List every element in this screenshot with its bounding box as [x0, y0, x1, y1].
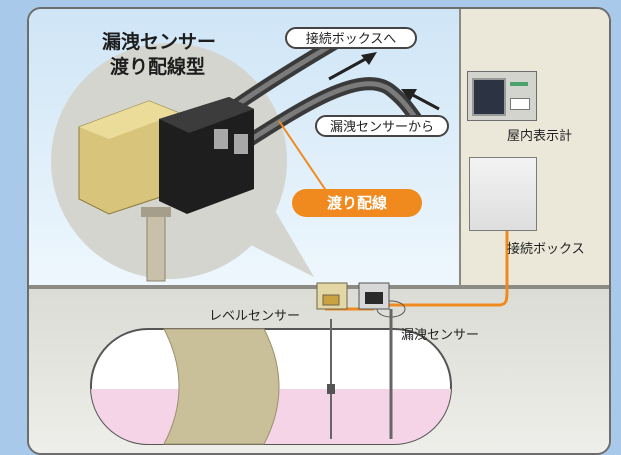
indoor-display-device — [467, 71, 537, 121]
junction-box-device — [469, 157, 537, 231]
diagram-frame: 漏洩センサー 渡り配線型 接続ボックスへ 漏洩センサーから 渡り配線 屋内表示計… — [27, 7, 611, 455]
leak-sensor-label: 漏洩センサー — [401, 328, 480, 343]
display-button — [510, 98, 530, 110]
level-sensor-label: レベルセンサー — [209, 309, 301, 324]
from-leak-sensor-label: 漏洩センサーから — [315, 115, 449, 137]
storage-tank — [90, 300, 452, 445]
level-sensor-head — [316, 282, 348, 310]
display-screen — [472, 78, 506, 116]
leak-sensor-head — [358, 282, 390, 310]
display-indicator — [510, 82, 528, 86]
crossover-wire — [325, 229, 509, 311]
arrow-from-sensor — [401, 89, 440, 111]
indoor-display-label: 屋内表示計 — [507, 129, 573, 144]
title-line-2: 渡り配線型 — [110, 56, 206, 78]
wiring-pointer — [278, 120, 330, 196]
sensor-photo — [78, 97, 254, 282]
junction-box-label: 接続ボックス — [507, 242, 585, 257]
to-junction-box-label: 接続ボックスへ — [285, 27, 417, 49]
title-line-1: 漏洩センサー — [102, 31, 217, 53]
crossover-wiring-label: 渡り配線 — [292, 189, 422, 217]
diagram-drawing — [51, 28, 509, 445]
indoor-panel — [459, 9, 609, 287]
arrow-to-box — [328, 52, 377, 81]
